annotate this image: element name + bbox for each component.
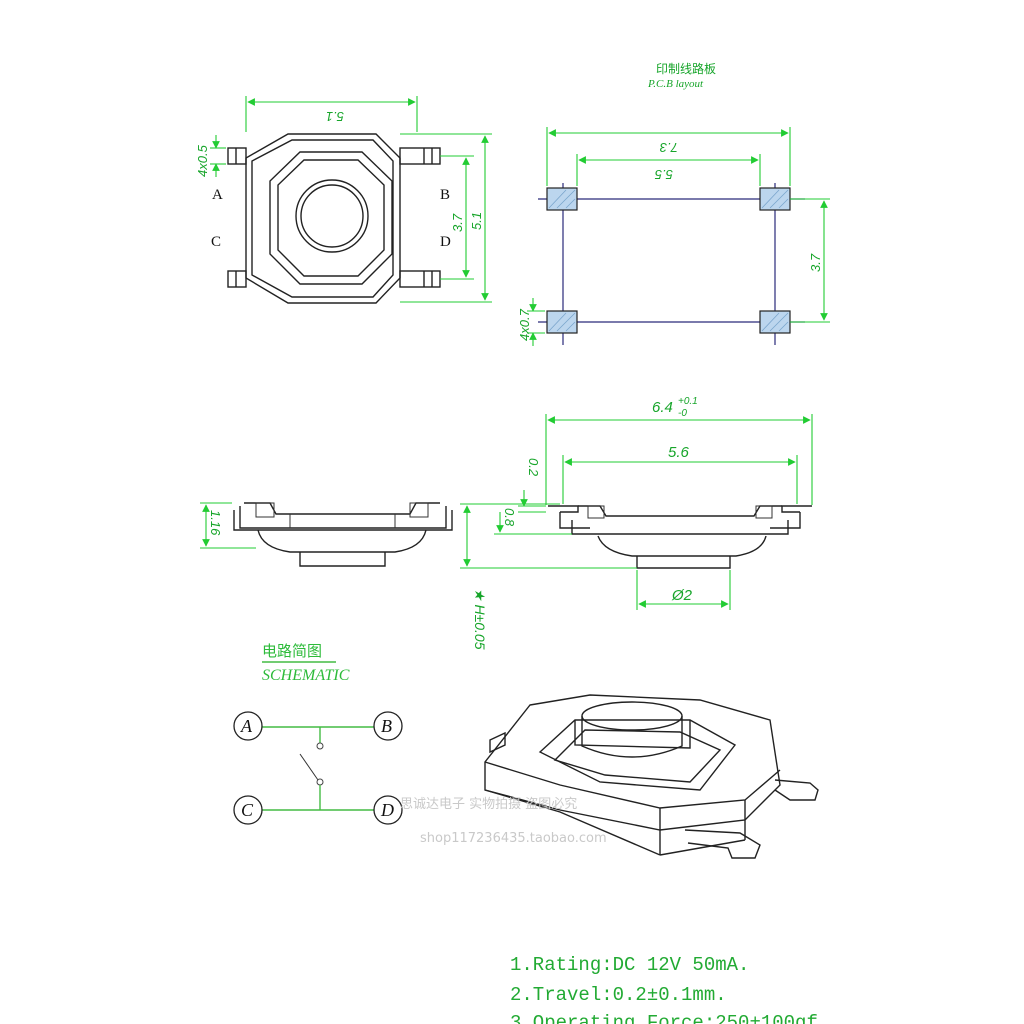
isometric-view [484, 694, 819, 859]
watermark-line-1: 思诚达电子 实物拍摄 盗图必究 [400, 796, 577, 812]
top-view: A B C D 5.1 4x0.5 3.7 5.1 [195, 96, 492, 304]
pin-label-c: C [211, 234, 221, 250]
top-outer-height-dim: 5.1 [469, 212, 484, 230]
pcb-pad [759, 310, 791, 334]
top-view-outer-octagon-inner [251, 139, 394, 298]
pcb-outer-width-dim: 7.3 [659, 140, 678, 155]
svg-text:D: D [380, 800, 394, 820]
pcb-title-en: P.C.B layout [647, 78, 704, 90]
pcb-layout: 印制线路板 P.C.B layout 7.3 5.5 [517, 61, 830, 346]
spec-operating-force: 3.Operating Force:250±100gf [510, 1012, 818, 1024]
schematic-title-cn: 电路简图 [262, 642, 322, 660]
total-width-dim: 6.4 [652, 399, 673, 416]
pin-width-dim: 4x0.5 [195, 144, 210, 177]
left-height-dim: 1.16 [208, 510, 223, 536]
spec-rating: 1.Rating:DC 12V 50mA. [510, 954, 749, 976]
schematic-node-d: D [373, 795, 403, 825]
spec-travel: 2.Travel:0.2±0.1mm. [510, 984, 727, 1006]
actuator-circle-outer [295, 179, 369, 253]
pcb-pad-dim: 4x0.7 [517, 308, 532, 341]
pcb-pitch-dim: 3.7 [808, 253, 823, 272]
total-width-tol-upper: +0.1 [678, 396, 698, 407]
body-width-dim: 5.6 [668, 444, 690, 461]
total-width-tol-lower: -0 [678, 408, 687, 419]
pin-label-b: B [440, 187, 450, 203]
top-width-dim: 5.1 [326, 109, 344, 124]
pcb-inner-width-dim: 5.5 [654, 167, 673, 182]
svg-text:B: B [381, 716, 392, 736]
pcb-pad [546, 310, 578, 334]
schematic-title-en: SCHEMATIC [262, 667, 350, 684]
top-view-inner-octagon-2 [277, 159, 385, 277]
side-view-right: 6.4 +0.1 -0 5.6 0.2 0.8 ★ H±0.05 Ø2 [460, 396, 813, 650]
top-view-inner-octagon [269, 151, 393, 285]
schematic: 电路简图 SCHEMATIC A B C D [233, 642, 403, 825]
watermark-line-2: shop117236435.taobao.com [420, 831, 607, 846]
actuator-circle-inner [300, 184, 364, 248]
pcb-pad [546, 187, 578, 211]
svg-text:A: A [240, 716, 253, 736]
svg-text:C: C [241, 800, 254, 820]
top-view-outer-octagon [245, 133, 401, 304]
schematic-node-c: C [233, 795, 263, 825]
schematic-node-a: A [233, 711, 263, 741]
pin-label-a: A [212, 187, 223, 203]
lead-thickness-dim: 0.2 [526, 458, 541, 477]
pcb-title-cn: 印制线路板 [656, 61, 716, 76]
body-height-dim: 0.8 [502, 508, 517, 527]
schematic-node-b: B [373, 711, 403, 741]
overall-height-dim: ★ H±0.05 [472, 588, 488, 650]
side-view-left: 1.16 [200, 502, 453, 567]
pcb-pad [759, 187, 791, 211]
top-inner-height-dim: 3.7 [450, 213, 465, 232]
pin-label-d: D [440, 234, 451, 250]
top-view-pins [227, 147, 441, 288]
actuator-diameter-dim: Ø2 [671, 587, 693, 604]
